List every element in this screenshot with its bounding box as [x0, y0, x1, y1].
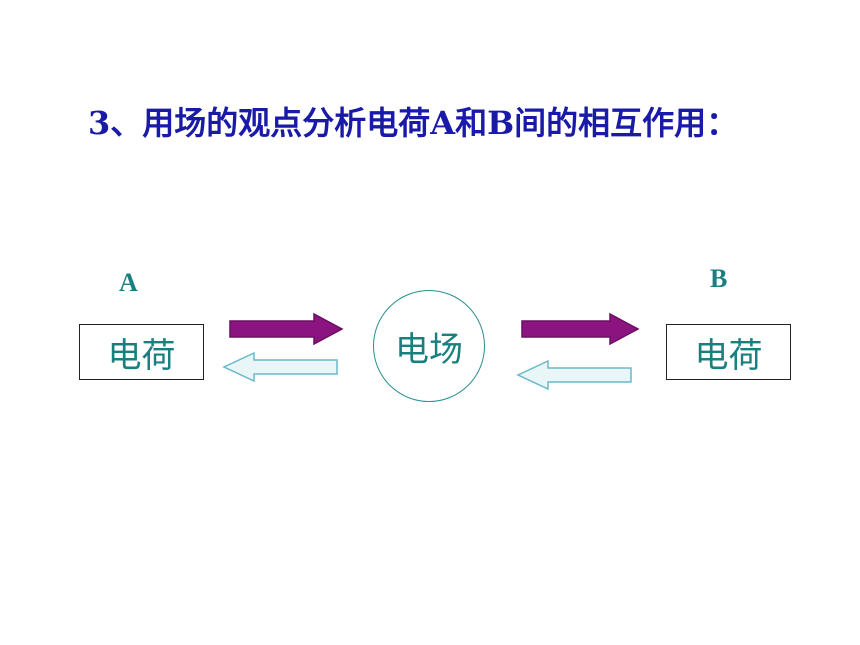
arrow-field-to-b	[521, 312, 640, 346]
arrow-field-to-a	[222, 351, 338, 383]
electric-field-circle: 电场	[373, 290, 485, 402]
charge-a-box: 电荷	[79, 324, 204, 380]
charge-a-label: A	[119, 268, 138, 297]
arrow-a-to-field	[229, 312, 344, 346]
slide-title: 3、用场的观点分析电荷A和B间的相互作用：	[88, 104, 739, 142]
charge-b-box: 电荷	[666, 324, 791, 380]
arrow-b-to-field	[516, 359, 632, 391]
charge-b-label: B	[710, 264, 728, 293]
